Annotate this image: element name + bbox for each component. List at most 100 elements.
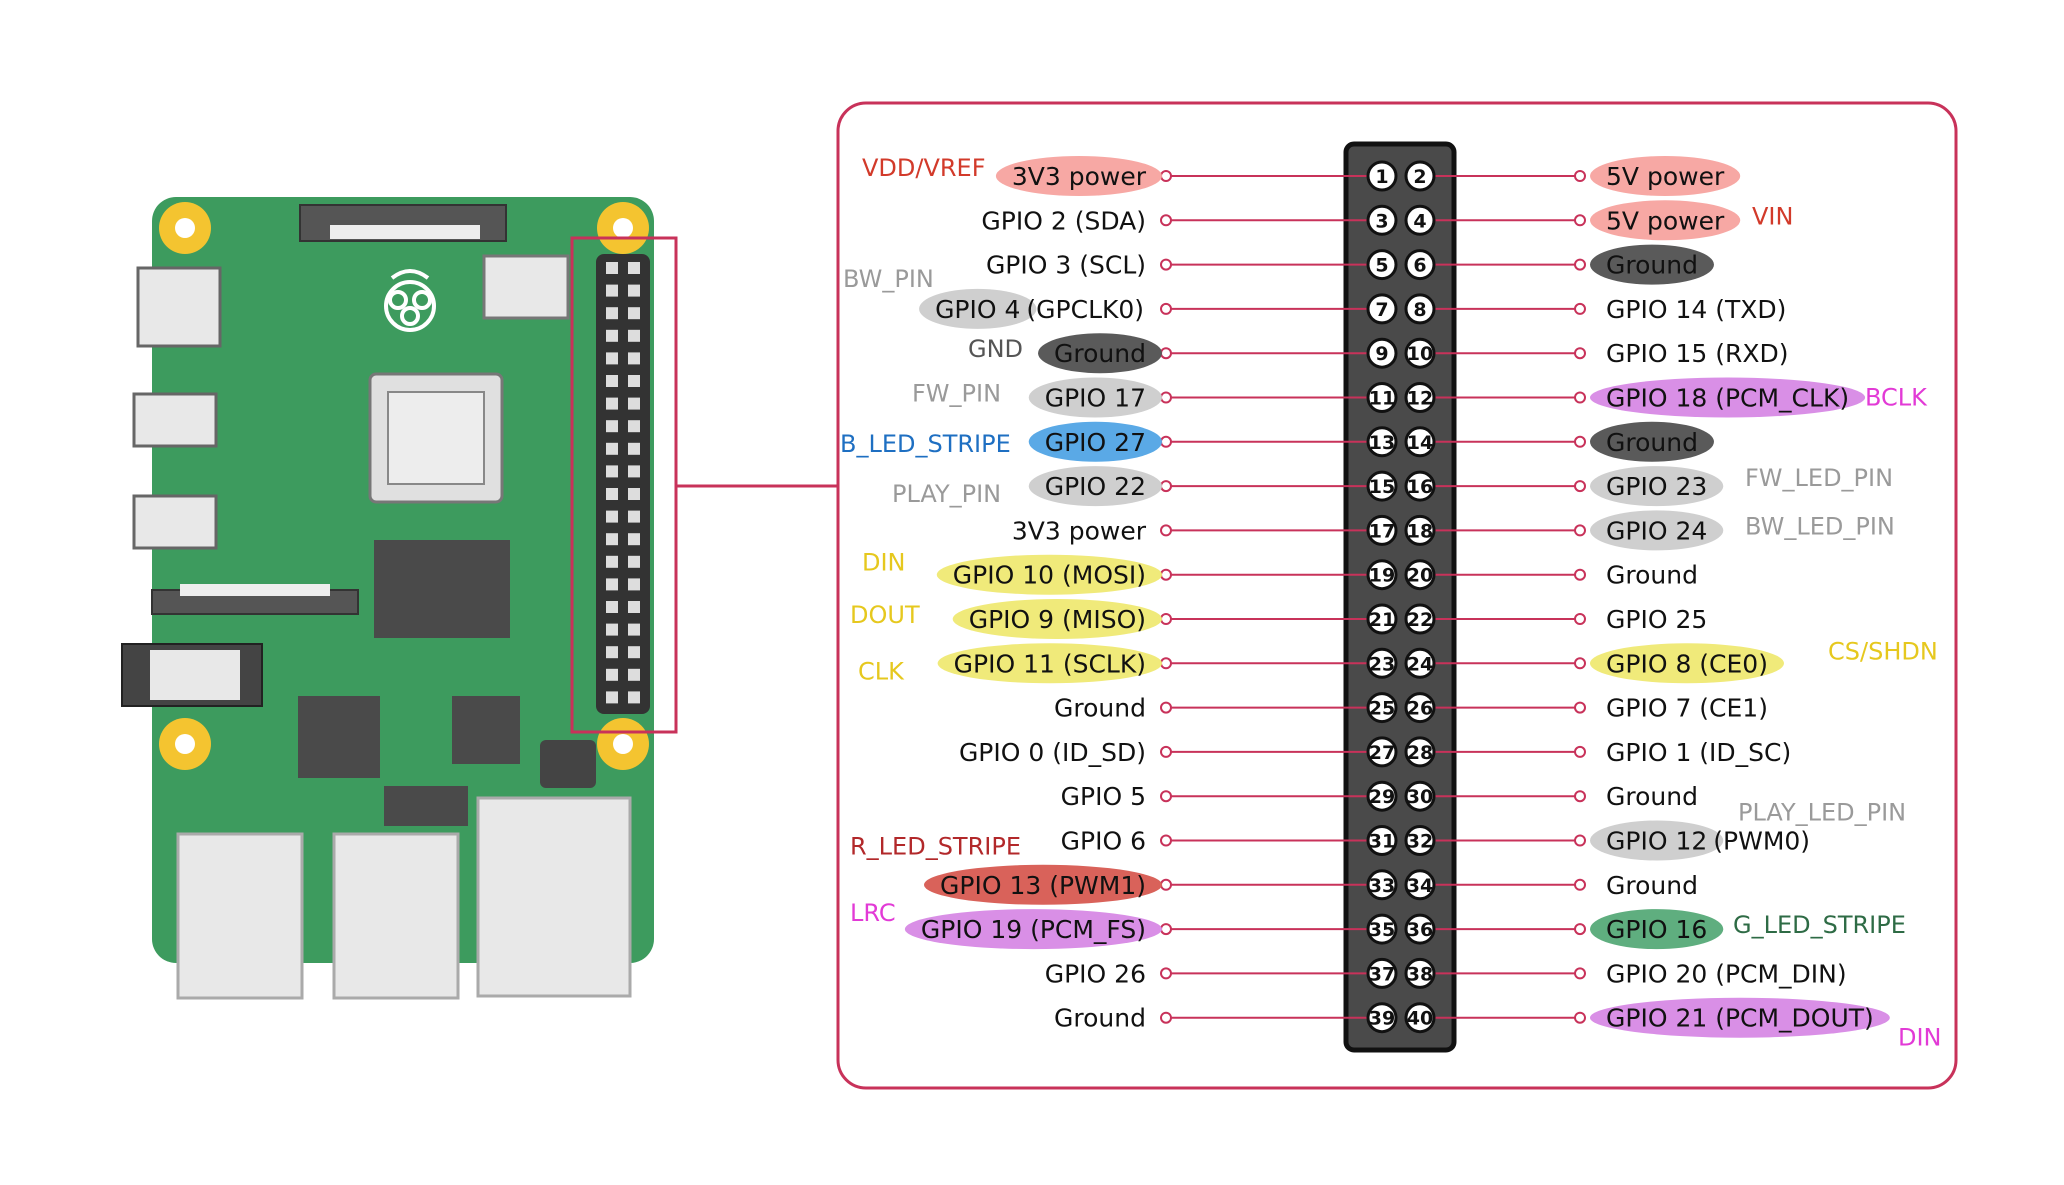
pin-terminal-dot — [1160, 347, 1172, 360]
pin-annotation: PLAY_PIN — [892, 480, 1001, 508]
pin-circle — [1366, 204, 1398, 236]
board-pin — [606, 420, 618, 433]
pin-terminal-dot — [1160, 302, 1172, 315]
pin-circle — [1366, 736, 1398, 768]
pin-circle — [1404, 514, 1436, 546]
pin-terminal-dot — [1160, 524, 1172, 537]
pin-annotation: DIN — [862, 549, 906, 577]
pin-circle — [1366, 647, 1398, 679]
pin-number: 4 — [1413, 210, 1426, 232]
board-pin — [606, 262, 618, 274]
board-pin — [606, 623, 618, 636]
pin-number: 16 — [1407, 476, 1433, 498]
pin-highlight — [1590, 466, 1724, 507]
board-pin — [606, 646, 618, 659]
pin-label: GPIO 24 — [1606, 516, 1707, 545]
pin-circle — [1404, 204, 1436, 236]
board-pin — [606, 442, 618, 455]
pin-label: Ground — [1054, 1004, 1146, 1033]
pin-circle — [1404, 780, 1436, 812]
pin-highlight — [1028, 466, 1162, 507]
pin-terminal-dot — [1574, 302, 1586, 315]
pin-number: 9 — [1375, 343, 1388, 365]
pin-label: GPIO 16 — [1606, 915, 1707, 944]
pin-label: GPIO 2 (SDA) — [981, 206, 1146, 235]
pin-terminal-dot — [1574, 214, 1586, 227]
board-pin — [628, 442, 640, 455]
pin-number: 33 — [1369, 875, 1395, 897]
pin-annotation: CLK — [858, 657, 905, 685]
pin-terminal-dot — [1160, 790, 1172, 803]
pin-highlight — [995, 156, 1162, 196]
pin-label: GPIO 9 (MISO) — [969, 605, 1146, 634]
usb-port — [176, 832, 304, 1000]
pin-annotation: FW_LED_PIN — [1745, 464, 1893, 492]
pin-highlight — [1590, 156, 1741, 196]
pin-terminal-dot — [1574, 613, 1586, 625]
pin-terminal-dot — [1574, 878, 1586, 891]
pin-number: 30 — [1407, 786, 1433, 808]
pin-number: 21 — [1369, 609, 1395, 631]
pin-circle — [1366, 825, 1398, 856]
pin-label: GPIO 4 — [935, 295, 1020, 324]
pin-annotation: PLAY_LED_PIN — [1738, 799, 1906, 827]
pin-label: GPIO 18 (PCM_CLK) — [1606, 384, 1849, 413]
pin-terminal-dot — [1160, 701, 1172, 714]
pin-number: 25 — [1369, 698, 1395, 720]
pin-number: 11 — [1369, 388, 1395, 410]
pin-circle — [1404, 293, 1436, 325]
pin-circle — [1404, 957, 1436, 989]
pin-annotation: G_LED_STRIPE — [1733, 911, 1906, 939]
pin-circle — [1404, 869, 1436, 901]
pin-number: 2 — [1413, 166, 1426, 188]
pin-label: GPIO 10 (MOSI) — [953, 561, 1146, 590]
pin-terminal-dot — [1160, 170, 1172, 182]
pin-circle — [1366, 957, 1398, 989]
pin-label: Ground — [1606, 428, 1698, 457]
pin-terminal-dot — [1160, 613, 1172, 625]
ethernet-controller-chip — [452, 696, 520, 764]
pin-number: 14 — [1407, 432, 1433, 454]
pin-label: Ground — [1606, 251, 1698, 280]
pin-number: 39 — [1369, 1008, 1395, 1030]
pin-annotation: DIN — [1898, 1024, 1942, 1052]
board-pin — [606, 601, 618, 613]
board-pin — [628, 691, 640, 704]
pin-label: GPIO 8 (CE0) — [1606, 649, 1768, 678]
pin-highlight — [1590, 421, 1714, 462]
pin-circle — [1366, 249, 1398, 281]
pin-circle — [1404, 1002, 1436, 1034]
pin-highlight — [952, 599, 1162, 639]
pin-header — [1343, 141, 1457, 1053]
pin-number: 34 — [1407, 875, 1433, 897]
pin-label: GPIO 26 — [1045, 959, 1146, 988]
pin-circle — [1404, 559, 1436, 591]
pin-terminal-dot — [1160, 834, 1172, 847]
pin-highlight — [1038, 333, 1162, 374]
pin-terminal-dot — [1574, 745, 1586, 758]
pin-terminal-dot — [1574, 657, 1586, 670]
pin-number: 5 — [1375, 255, 1388, 277]
board-pin — [628, 397, 640, 410]
pin-number: 38 — [1407, 963, 1433, 985]
board-pin — [628, 578, 640, 591]
board-pin — [606, 375, 618, 387]
pin-number: 17 — [1369, 520, 1395, 542]
board-pin — [628, 284, 640, 297]
pin-terminal-dot — [1574, 347, 1586, 360]
board-pin — [628, 533, 640, 546]
pin-label: GPIO 17 — [1045, 384, 1146, 413]
pin-number: 22 — [1407, 609, 1433, 631]
pin-number: 32 — [1407, 831, 1433, 853]
pin-circle — [1404, 913, 1436, 945]
pin-highlight — [936, 554, 1162, 595]
pin-label-function: (GPCLK0) — [1026, 295, 1144, 324]
pin-label: GPIO 20 (PCM_DIN) — [1606, 959, 1847, 988]
pin-annotation: VIN — [1752, 202, 1793, 230]
pin-circle — [1366, 1002, 1398, 1034]
pin-terminal-dot — [1574, 524, 1586, 537]
pin-label: GPIO 14 (TXD) — [1606, 295, 1786, 324]
board-pin — [606, 691, 618, 704]
pin-circle — [1404, 736, 1436, 768]
pin-number: 3 — [1375, 210, 1388, 232]
